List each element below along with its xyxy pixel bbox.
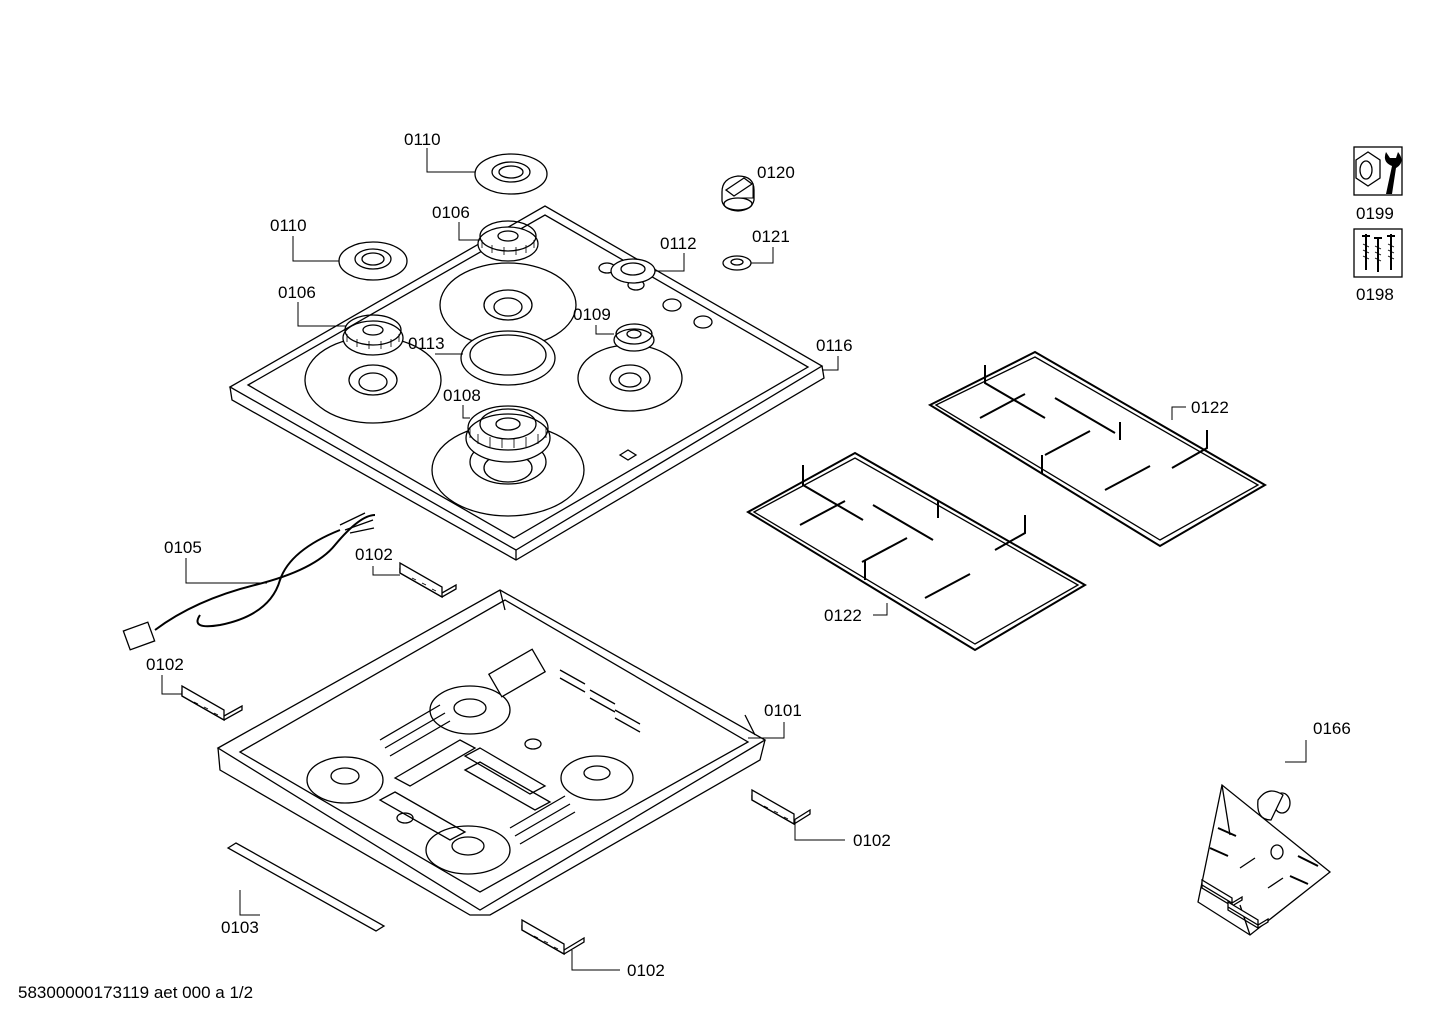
label-0122-bottom: 0122	[824, 606, 862, 625]
burner-0109-small	[613, 323, 655, 352]
burner-0106-left	[342, 314, 404, 356]
label-0110-left: 0110	[270, 216, 307, 235]
label-0110-top: 0110	[404, 130, 441, 149]
label-0109: 0109	[573, 305, 611, 324]
burner-cap-0110-top	[474, 153, 548, 195]
label-0120: 0120	[757, 163, 795, 182]
knob-spring-0121	[722, 255, 752, 271]
power-cable	[122, 512, 376, 651]
screws-icon	[1353, 228, 1403, 278]
label-0112: 0112	[660, 234, 697, 253]
knob-ring-0112	[610, 258, 656, 284]
label-0102-c: 0102	[853, 831, 891, 850]
label-0121: 0121	[752, 227, 790, 246]
label-0103: 0103	[221, 918, 259, 937]
control-knob-0120	[721, 175, 755, 212]
pan-support-top	[927, 350, 1267, 548]
label-0102-b: 0102	[146, 655, 184, 674]
label-0106-top: 0106	[432, 203, 470, 222]
bottom-tray	[216, 589, 767, 916]
seal-strip	[226, 842, 386, 932]
leader-lines	[161, 148, 1307, 971]
burner-cap-0110-left	[338, 241, 408, 281]
label-0105: 0105	[164, 538, 202, 557]
label-0108: 0108	[443, 386, 481, 405]
burner-cap-0113	[460, 330, 556, 386]
label-0198: 0198	[1356, 285, 1394, 304]
label-0116: 0116	[816, 336, 853, 355]
clamp-bottom	[521, 918, 585, 956]
clamp-top-center	[399, 561, 457, 599]
label-0102-a: 0102	[355, 545, 393, 564]
wrench-nut-icon	[1353, 146, 1403, 196]
burner-large-front	[465, 405, 551, 463]
clamp-right	[751, 788, 811, 826]
label-0113: 0113	[408, 334, 445, 353]
accessory-kit	[1197, 783, 1332, 936]
label-0199: 0199	[1356, 204, 1394, 223]
label-0166: 0166	[1313, 719, 1351, 738]
burner-0106-top	[477, 220, 539, 262]
pan-support-bottom	[746, 451, 1087, 652]
clamp-left	[181, 684, 243, 722]
label-0122-top: 0122	[1191, 398, 1229, 417]
footer-doc-id: 58300000173119 aet 000 a 1/2	[18, 983, 253, 1002]
label-0102-d: 0102	[627, 961, 665, 980]
label-0101: 0101	[764, 701, 802, 720]
label-0106-left: 0106	[278, 283, 316, 302]
